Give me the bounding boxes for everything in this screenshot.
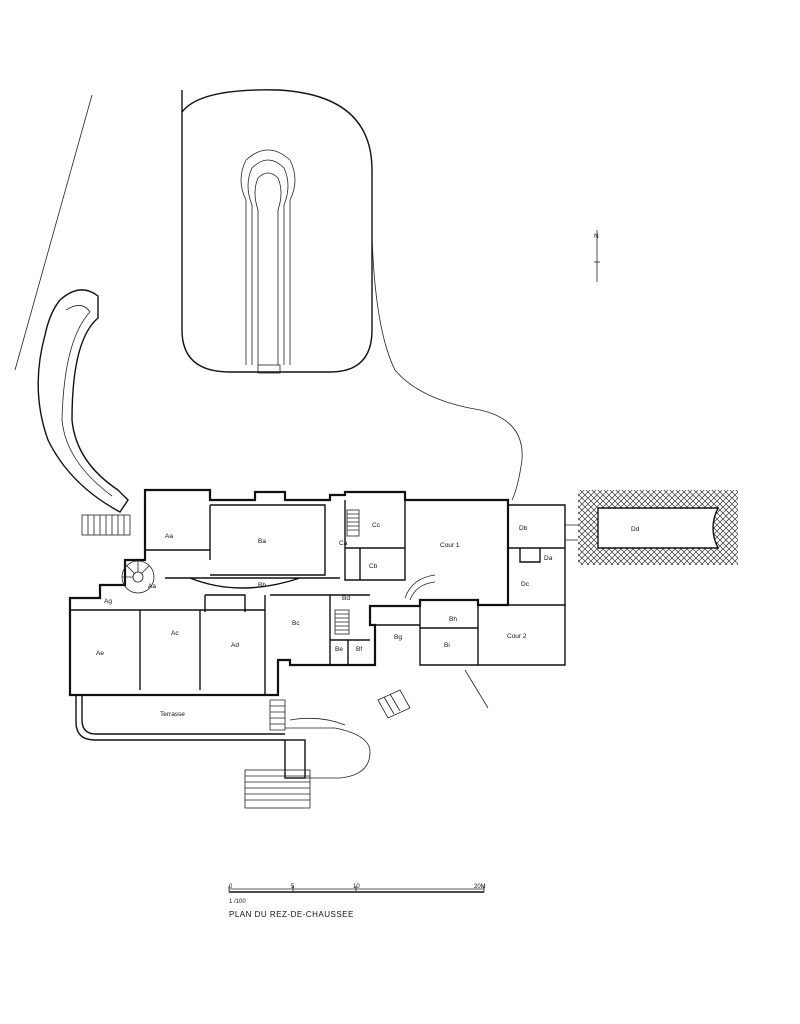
terrace <box>75 669 489 809</box>
room-label-cour-2: Cour 2 <box>507 633 527 640</box>
room-label-dd: Dd <box>631 526 640 533</box>
room-labels: Aa Aa Ba Bb Ag Ac Ae Ad Bc Bd Be Bf Bg B… <box>96 522 640 718</box>
room-label-bi: Bi <box>444 642 450 649</box>
room-label-cour-1: Cour 1 <box>440 542 460 549</box>
plan-title: PLAN DU REZ-DE-CHAUSSEE <box>229 910 354 919</box>
room-label-db: Db <box>519 525 528 532</box>
room-label-da: Da <box>544 555 553 562</box>
north-label: N <box>594 233 599 240</box>
room-label-aa-2: Aa <box>148 583 156 590</box>
west-stair <box>81 514 131 536</box>
room-label-bf: Bf <box>356 646 362 653</box>
room-label-aa: Aa <box>165 533 173 540</box>
room-label-dc: Dc <box>521 581 530 588</box>
room-label-ca: Ca <box>339 540 348 547</box>
room-label-cb: Cb <box>369 563 378 570</box>
room-label-terrasse: Terrasse <box>160 711 185 718</box>
room-label-ac: Ac <box>171 630 179 637</box>
north-arrow: N <box>594 230 600 282</box>
room-label-bb: Bb <box>258 582 266 589</box>
scale-tick-20m: 20M <box>474 884 486 890</box>
service-wing <box>478 490 738 666</box>
room-label-bh: Bh <box>449 616 457 623</box>
room-label-bd: Bd <box>342 595 350 602</box>
main-building <box>68 488 510 697</box>
boundary-line <box>371 234 523 501</box>
room-label-be: Be <box>335 646 343 653</box>
left-road <box>14 94 129 513</box>
room-label-cc: Cc <box>372 522 381 529</box>
room-label-bc: Bc <box>292 620 300 627</box>
scale-bar: 0 5 10 20M 1 /100 <box>228 884 486 905</box>
scale-tick-0: 0 <box>229 884 233 890</box>
room-label-ba: Ba <box>258 538 266 545</box>
scale-ratio: 1 /100 <box>229 899 246 905</box>
room-label-ag: Ag <box>104 598 112 605</box>
room-label-bg: Bg <box>394 634 402 641</box>
room-label-ae: Ae <box>96 650 104 657</box>
scale-tick-5: 5 <box>291 884 295 890</box>
scale-tick-10: 10 <box>353 884 360 890</box>
garden-basin <box>181 89 373 374</box>
room-label-ad: Ad <box>231 642 239 649</box>
